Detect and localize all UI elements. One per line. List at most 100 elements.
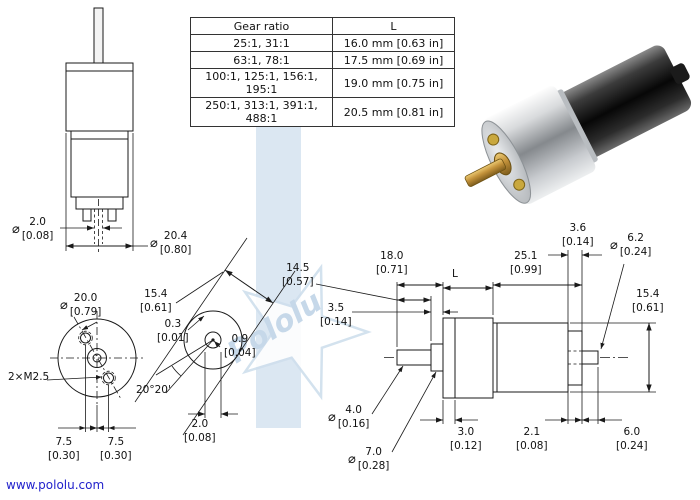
dim-hole-offset-right: 7.5[0.30] — [100, 436, 132, 463]
dim-mm: 3.0 — [457, 426, 475, 438]
view-motor-vertical — [60, 7, 148, 252]
table-cell: 63:1, 78:1 — [190, 51, 333, 69]
dim-mm: 15.4 — [144, 288, 168, 300]
dim-in: [0.01] — [157, 331, 189, 344]
dim-in: [0.57] — [282, 275, 314, 288]
dim-mm: 6.2 — [627, 232, 644, 244]
dim-mm: 0.3 — [164, 318, 182, 330]
dim-mm: 14.5 — [286, 262, 310, 274]
diameter-symbol: ⌀ — [150, 236, 158, 252]
dim-boss-dia: ⌀ 7.0[0.28] — [348, 446, 389, 473]
dim-in: [0.79] — [69, 305, 102, 318]
dim-in: [0.28] — [357, 459, 390, 472]
dim-shaft-length: 14.5[0.57] — [282, 262, 314, 289]
dim-hole-offset-left: 7.5[0.30] — [48, 436, 80, 463]
view-shaft-cross-section — [134, 237, 296, 436]
table-header-length: L — [332, 17, 455, 35]
dim-mm: 3.6 — [569, 222, 587, 234]
table-cell: 16.0 mm [0.63 in] — [332, 34, 455, 52]
label-hole-angle: 20°20' — [136, 384, 171, 396]
dim-mm: 20.0 — [73, 292, 98, 304]
label-gearbox-length: L — [452, 268, 458, 280]
diameter-symbol: ⌀ — [12, 222, 20, 238]
dim-in: [0.30] — [100, 449, 132, 462]
dim-in: [0.08] — [184, 431, 216, 444]
dim-boss-length: 3.5[0.14] — [320, 302, 352, 329]
motor-can — [557, 45, 692, 159]
dim-mm: 2.0 — [191, 418, 209, 430]
dim-body-across-flats: 15.4[0.61] — [632, 288, 664, 315]
dim-in: [0.16] — [337, 417, 370, 430]
dim-cap-step: 3.6[0.14] — [562, 222, 594, 249]
dim-cross-width: 15.4[0.61] — [140, 288, 172, 315]
label-mounting-holes: 2×M2.5 — [8, 371, 50, 383]
product-photo — [464, 45, 692, 204]
gear-ratio-table: Gear ratio L 25:1, 31:1 16.0 mm [0.63 in… — [190, 17, 455, 127]
table-cell: 19.0 mm [0.75 in] — [332, 68, 455, 98]
dim-rear-shaft-length: 6.0[0.24] — [616, 426, 648, 453]
dim-motor-length: 25.1[0.99] — [510, 250, 542, 277]
dim-mm: 6.0 — [623, 426, 641, 438]
mounting-hole — [80, 332, 91, 344]
dim-in: [0.08] — [516, 439, 548, 452]
face-screw — [513, 178, 526, 191]
dim-flat-depth: 0.3[0.01] — [157, 318, 189, 345]
dim-in: [0.24] — [616, 439, 648, 452]
dim-cap-thickness: 2.1[0.08] — [516, 426, 548, 453]
dim-mm: 4.0 — [345, 404, 362, 416]
view-motor-face — [46, 311, 144, 432]
dim-shaft-total: 18.0[0.71] — [376, 250, 408, 277]
table-row: 63:1, 78:1 17.5 mm [0.69 in] — [190, 51, 455, 69]
table-cell: 25:1, 31:1 — [190, 34, 333, 52]
dim-shaft-dia: ⌀ 4.0[0.16] — [328, 404, 369, 431]
dim-mm: 7.5 — [55, 436, 73, 448]
dim-mm: 7.5 — [107, 436, 125, 448]
dim-mm: 18.0 — [380, 250, 404, 262]
dim-in: [0.99] — [510, 263, 542, 276]
diameter-symbol: ⌀ — [60, 298, 68, 314]
dim-in: [0.08] — [21, 229, 54, 242]
diameter-symbol: ⌀ — [328, 410, 336, 426]
dim-rear-boss-dia: ⌀ 6.2[0.24] — [610, 232, 651, 259]
dim-mm: 7.0 — [365, 446, 382, 458]
table-cell: 20.5 mm [0.81 in] — [332, 97, 455, 127]
dim-in: [0.14] — [320, 315, 352, 328]
table-cell: 17.5 mm [0.69 in] — [332, 51, 455, 69]
output-shaft — [464, 158, 507, 187]
table-row: 100:1, 125:1, 156:1, 195:1 19.0 mm [0.75… — [190, 68, 455, 98]
dim-in: [0.71] — [376, 263, 408, 276]
dim-in: [0.30] — [48, 449, 80, 462]
face-screw — [487, 133, 500, 146]
dim-in: [0.24] — [619, 245, 652, 258]
dim-in: [0.04] — [224, 346, 256, 359]
mounting-hole — [103, 372, 114, 384]
dim-shaft-dia-vertical: ⌀ 2.0[0.08] — [12, 216, 53, 243]
dim-mm: 20.4 — [163, 230, 188, 242]
dim-mm: 2.0 — [29, 216, 46, 228]
table-cell: 250:1, 313:1, 391:1, 488:1 — [190, 97, 333, 127]
dim-mm: 0.9 — [231, 333, 249, 345]
dim-cross-shaft: 2.0[0.08] — [184, 418, 216, 445]
dim-in: [0.14] — [562, 235, 594, 248]
diameter-symbol: ⌀ — [348, 452, 356, 468]
dim-mm: 3.5 — [327, 302, 345, 314]
dim-mm: 25.1 — [514, 250, 538, 262]
view-motor-horizontal — [315, 250, 656, 453]
pololu-link[interactable]: www.pololu.com — [6, 478, 105, 492]
dim-face-dia: ⌀ 20.0[0.79] — [60, 292, 101, 319]
dim-mm: 2.1 — [523, 426, 541, 438]
dim-shaft-flat: 0.9[0.04] — [224, 333, 256, 360]
dim-in: [0.61] — [632, 301, 664, 314]
dim-gearbox-dia: ⌀ 20.4[0.80] — [150, 230, 191, 257]
table-row: 250:1, 313:1, 391:1, 488:1 20.5 mm [0.81… — [190, 97, 455, 127]
dim-in: [0.80] — [159, 243, 192, 256]
dim-mm: 15.4 — [636, 288, 660, 300]
diameter-symbol: ⌀ — [610, 238, 618, 254]
table-header-gear-ratio: Gear ratio — [190, 17, 333, 35]
dim-in: [0.61] — [140, 301, 172, 314]
dim-in: [0.12] — [450, 439, 482, 452]
dim-plate-thickness: 3.0[0.12] — [450, 426, 482, 453]
table-row: 25:1, 31:1 16.0 mm [0.63 in] — [190, 34, 455, 52]
